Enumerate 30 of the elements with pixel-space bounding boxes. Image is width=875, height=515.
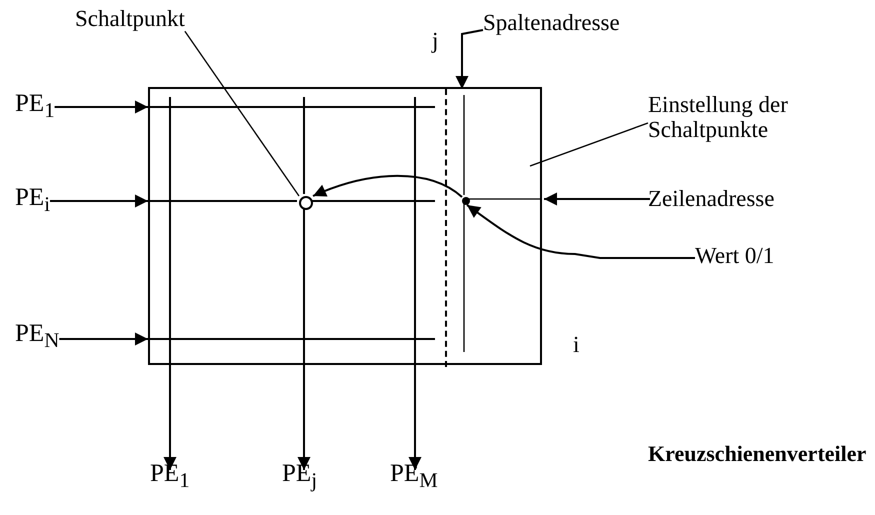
arrow [312,174,463,198]
arrow [466,204,695,259]
index-label: j [432,28,438,54]
switch-point-circle [299,196,313,210]
control-area [445,89,544,367]
control-dot [462,197,470,205]
port-label: PE$_{j}$ [282,460,317,492]
arrow [54,100,148,114]
port-label: PE$_{i}$ [15,184,50,216]
callout-label: Wert 0/1 [695,243,774,268]
arrow [298,360,310,470]
port-label: PE$_{N}$ [15,320,60,352]
arrow [164,360,176,470]
index-label: i [573,332,580,358]
crossbar-matrix [148,87,542,365]
arrow [50,194,148,208]
arrow [456,29,484,89]
port-label: PE$_{M}$ [390,460,438,492]
callout-label: Schaltpunkt [75,6,185,32]
arrow [408,360,422,470]
leader-line [530,122,648,167]
arrow [544,192,650,206]
callout-label: Zeilenadresse [648,186,774,212]
leader-line [184,30,300,196]
port-label: PE$_{1}$ [150,460,190,492]
callout-label: Einstellung der Schaltpunkte [648,92,838,143]
callout-label: Spaltenadresse [483,10,620,36]
arrow [59,332,148,346]
diagram-title: Kreuzschienenverteiler [648,442,866,466]
port-label: PE$_{1}$ [15,90,55,122]
